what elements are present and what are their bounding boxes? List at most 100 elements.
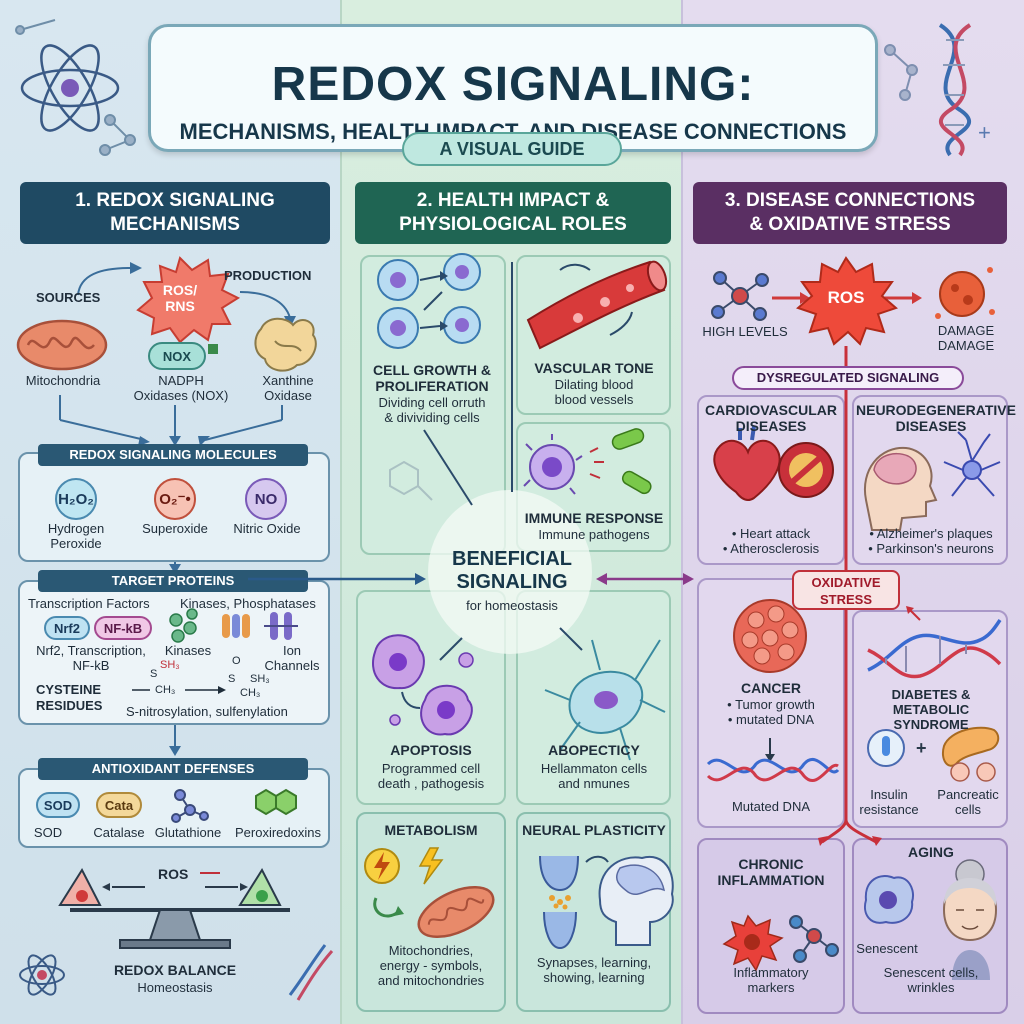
vascular-desc-line1: Dilating blood — [554, 377, 634, 392]
aging-title: AGING — [908, 844, 954, 860]
kinases-caption: Kinases — [164, 643, 212, 658]
tumor-icon — [733, 599, 807, 673]
apoptotic-cell-icon — [372, 634, 474, 736]
svg-text:CH₃: CH₃ — [155, 684, 175, 696]
aging-desc-line2: wrinkles — [907, 979, 955, 995]
svg-text:SH₃: SH₃ — [250, 673, 270, 685]
cell-growth-desc-line2: & divividing cells — [384, 409, 480, 425]
kinase-icon — [169, 608, 198, 643]
apoptosis-desc-line2: death , pathogesis — [377, 775, 485, 791]
insulin-line2: resistance — [859, 801, 919, 817]
diabetes-panel — [852, 610, 1008, 828]
abopecticy-desc-line1: Hellammaton cells — [540, 761, 648, 776]
superoxide-label: Superoxide — [142, 521, 208, 536]
damaged-cell-icon — [935, 267, 995, 319]
ros-rns-label: ROS/RNS — [150, 282, 210, 314]
antioxidant-band: ANTIOXIDANT DEFENSES — [38, 758, 308, 780]
beneficial-title-line1: BENEFICIAL — [452, 548, 572, 570]
atom-icon — [19, 954, 65, 996]
production-label: PRODUCTION — [224, 268, 312, 283]
source-mitochondria: Mitochondria — [25, 373, 101, 388]
chronic-title-line1: CHRONIC — [738, 856, 804, 872]
balance-ros-label: ROS — [158, 866, 189, 882]
pancreatic-line2: cells — [954, 801, 981, 817]
section2-header: 2. HEALTH IMPACT &PHYSIOLOGICAL ROLES — [355, 182, 671, 244]
neural-desc: Synapses, learning,showing, learning — [520, 955, 668, 986]
nrf2-pill: Nrf2 — [44, 616, 90, 640]
sources-label: SOURCES — [36, 290, 101, 305]
tf-caption-line1: Nrf2, Transcription, — [36, 643, 146, 658]
metabolism-desc-line1: Mitochondries, — [388, 943, 474, 958]
brain-icon — [585, 855, 674, 946]
source-nadph-line2: Oxidases (NOX) — [133, 387, 229, 403]
molecule-icon — [15, 19, 136, 156]
cell-growth-title-line2: PROLIFERATION — [375, 378, 489, 395]
molecule-icon — [884, 44, 918, 101]
ros-burst-icon — [136, 256, 241, 344]
cardio-title-line2: DISEASES — [735, 418, 807, 435]
arrow-right-icon — [683, 573, 694, 585]
molecules-band: REDOX SIGNALING MOLECULES — [38, 444, 308, 466]
aging-desc-line1: Senescent cells, — [883, 965, 979, 980]
target-proteins-band: TARGET PROTEINS — [38, 570, 308, 592]
peroxiredoxins-label: Peroxiredoxins — [235, 825, 321, 840]
section2-header-line1: 2. HEALTH IMPACT & — [416, 190, 610, 212]
kinases-phosphatases-label: Kinases, Phosphatases — [180, 596, 316, 611]
section2-header-line2: PHYSIOLOGICAL ROLES — [399, 214, 627, 235]
xanthine-oxidase-icon — [254, 317, 317, 372]
neuron-icon — [943, 431, 1001, 497]
arrow-right-icon — [415, 573, 426, 585]
ros-rns-line2: RNS — [165, 298, 195, 315]
cardio-item-atherosclerosis: • Atherosclerosis — [722, 540, 820, 556]
source-xanthine-line1: Xanthine — [262, 373, 314, 388]
metabolism-desc-line2: energy - symbols, — [379, 957, 483, 973]
ion-caption-line2: Channels — [264, 657, 320, 673]
immune-title: IMMUNE RESPONSE — [524, 510, 664, 526]
svg-text:+: + — [916, 738, 927, 758]
synapse-icon — [539, 855, 579, 950]
cardio-items: • Heart attack• Atherosclerosis — [700, 526, 842, 557]
molecule-icon — [389, 460, 433, 501]
cell-growth-title: CELL GROWTH &PROLIFERATION — [364, 362, 500, 394]
elderly-face-icon — [942, 859, 998, 980]
chronic-panel — [697, 838, 845, 1014]
source-xanthine-line2: Oxidase — [264, 387, 312, 403]
section3-header: 3. DISEASE CONNECTIONS& OXIDATIVE STRESS — [693, 182, 1007, 244]
glutathione-label: Glutathione — [154, 825, 222, 840]
metabolism-desc: Mitochondries,energy - symbols,and mitoc… — [360, 943, 502, 989]
dna-icon — [867, 619, 1002, 679]
title-box: REDOX SIGNALING: MECHANISMS, HEALTH IMPA… — [148, 24, 878, 152]
vascular-desc-line2: blood vessels — [554, 391, 634, 407]
chronic-desc-line1: Inflammatory — [733, 965, 809, 980]
mitochondria-icon — [417, 885, 495, 939]
section1-header-line2: MECHANISMS — [110, 214, 240, 235]
cell-growth-desc: Dividing cell orruth& divividing cells — [364, 395, 500, 426]
oxidative-line2: STRESS — [819, 592, 872, 607]
section3-header-line1: 3. DISEASE CONNECTIONS — [724, 190, 976, 212]
ion-caption-line1: Ion — [282, 643, 302, 658]
ros-rns-line1: ROS/ — [162, 282, 198, 298]
svg-text:+: + — [978, 120, 991, 145]
modification-caption: S-nitrosylation, sulfenylation — [126, 704, 288, 719]
cell-growth-title-line1: CELL GROWTH & — [373, 362, 491, 378]
svg-text:SH₃: SH₃ — [160, 659, 180, 671]
ros-label: ROS — [827, 288, 865, 307]
inflammation-icon — [722, 914, 784, 972]
source-nadph-line1: NADPH — [158, 373, 204, 388]
insulin-line1: Insulin — [870, 787, 908, 802]
molecule-icon — [789, 915, 839, 963]
arrow — [77, 267, 131, 296]
